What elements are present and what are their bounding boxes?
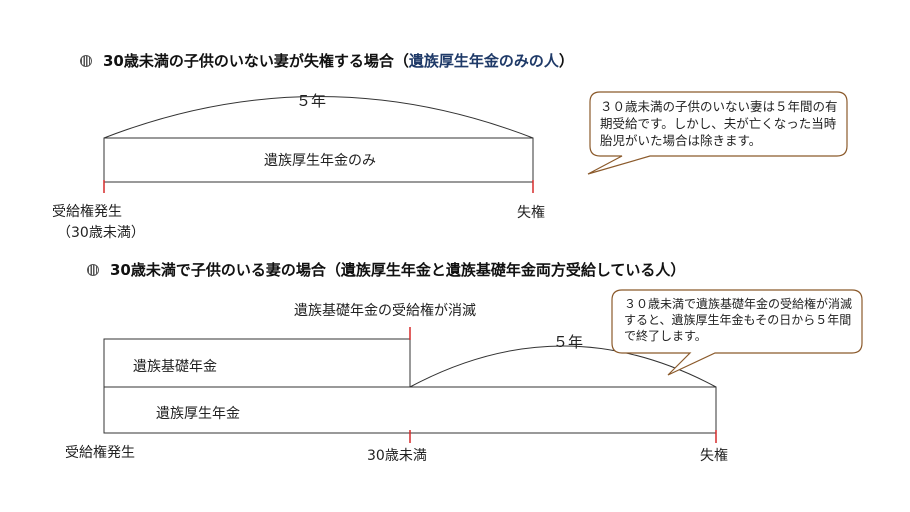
- bullet-icon: [80, 55, 92, 67]
- callout-text-2: ３０歳未満で遺族基礎年金の受給権が消滅すると、遺族厚生年金もその日から５年間で終…: [624, 297, 853, 343]
- callout-bubble-2: [611, 289, 863, 376]
- box-label-1: 遺族厚生年金のみ: [264, 153, 376, 169]
- callout-text-1: ３０歳未満の子供のいない妻は５年間の有期受給です。しかし、夫が亡くなった当時胎児…: [600, 99, 838, 148]
- span-label-2: ５年: [553, 333, 584, 351]
- section2-heading: 30歳未満で子供のいる妻の場合（遺族厚生年金と遺族基礎年金両方受給している人）: [110, 261, 686, 279]
- box-label-upper: 遺族基礎年金: [133, 359, 217, 375]
- start-label-2: 受給権発生: [65, 445, 135, 461]
- section1-heading-close: ）: [558, 52, 574, 70]
- span-label-1: ５年: [296, 92, 327, 110]
- end-label-1: 失権: [517, 205, 545, 221]
- start-label-1a: 受給権発生: [52, 204, 122, 220]
- section1-heading-main: 30歳未満の子供のいない妻が失権する場合（: [103, 52, 409, 70]
- callout-bubble-1: [587, 91, 848, 175]
- period-arc-1: [103, 96, 534, 139]
- pension-box-upper: [103, 338, 411, 388]
- section1-heading: 30歳未満の子供のいない妻が失権する場合（遺族厚生年金のみの人）: [103, 50, 574, 71]
- section1-heading-highlight: 遺族厚生年金のみの人: [408, 52, 559, 70]
- end-label-2: 失権: [700, 448, 728, 464]
- start-label-1b: （30歳未満）: [57, 225, 145, 241]
- pension-box-1: [103, 137, 534, 183]
- mid-label-2: 30歳未満: [367, 448, 427, 464]
- bullet-icon: [87, 264, 99, 276]
- top-label-2: 遺族基礎年金の受給権が消滅: [294, 303, 476, 319]
- box-label-lower: 遺族厚生年金: [156, 406, 240, 422]
- pension-box-lower: [103, 386, 717, 434]
